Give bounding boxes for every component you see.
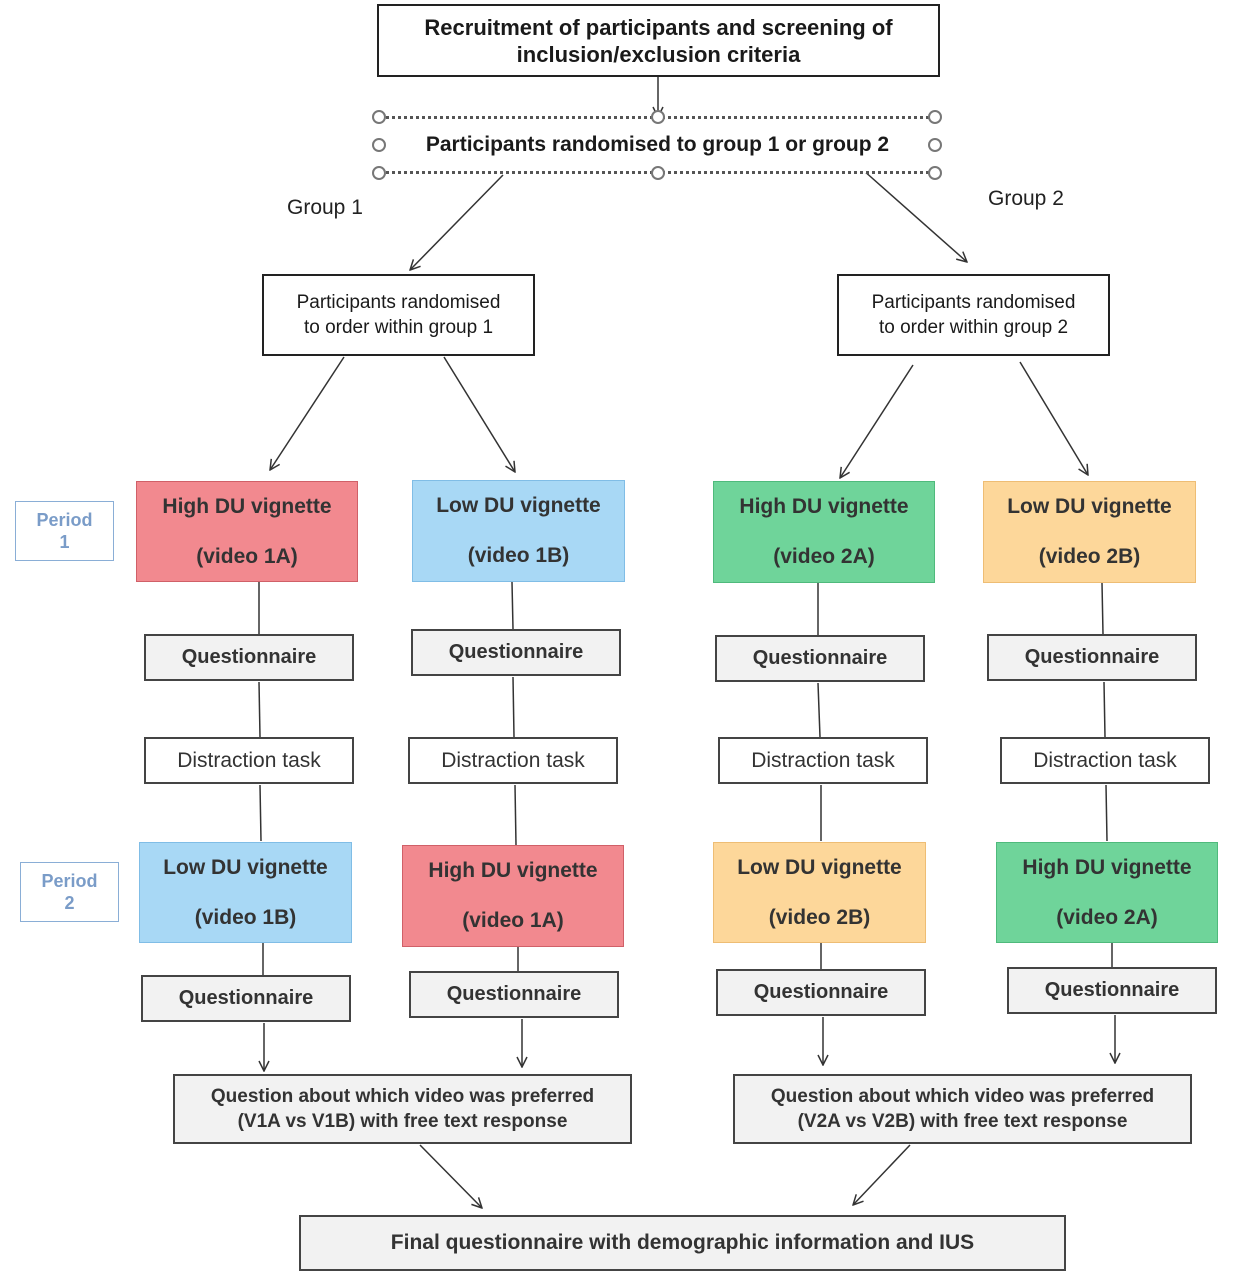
vignette-title: Low DU vignette	[163, 855, 328, 879]
questionnaire-p2-c3: Questionnaire	[716, 969, 926, 1016]
vignette-p2-c1: Low DU vignette (video 1B)	[139, 842, 352, 943]
recruitment-line1: Recruitment of participants and screenin…	[424, 14, 893, 40]
group1-randomisation-line2: to order within group 1	[303, 317, 494, 338]
arrow-g1-to-v1a	[270, 356, 345, 470]
vignette-title: High DU vignette	[1022, 855, 1192, 879]
period2-line1: Period	[41, 871, 98, 891]
preference-line1: Question about which video was preferred	[210, 1086, 595, 1107]
vignette-title: High DU vignette	[162, 494, 332, 518]
vignette-p2-c2: High DU vignette (video 1A)	[402, 845, 624, 947]
vignette-video: (video 2B)	[1038, 545, 1141, 568]
questionnaire-p1-c3: Questionnaire	[715, 635, 925, 682]
vignette-p1-c3: High DU vignette (video 2A)	[713, 481, 935, 583]
vignette-video: (video 1B)	[194, 905, 297, 929]
arrow-pref2-to-final	[853, 1144, 911, 1205]
vignette-p2-c3: Low DU vignette (video 2B)	[713, 842, 926, 943]
arrow-g1-to-v1b	[443, 356, 515, 472]
vignette-video: (video 1B)	[467, 544, 570, 567]
group2-randomisation-line1: Participants randomised	[871, 292, 1076, 313]
period1-label: Period 1	[15, 501, 114, 561]
vignette-p1-c2: Low DU vignette (video 1B)	[412, 480, 625, 582]
vignette-title: High DU vignette	[739, 495, 909, 518]
vignette-title: Low DU vignette	[1007, 495, 1172, 518]
preference-question-group1: Question about which video was preferred…	[173, 1074, 632, 1144]
distraction-c1: Distraction task	[144, 737, 354, 784]
vignette-p2-c4: High DU vignette (video 2A)	[996, 842, 1218, 943]
selection-handle-bottom-left[interactable]	[372, 166, 386, 180]
arrow-pref1-to-final	[419, 1144, 482, 1208]
randomisation-label: Participants randomised to group 1 or gr…	[425, 133, 890, 156]
selection-handle-middle-left[interactable]	[372, 138, 386, 152]
vignette-title: High DU vignette	[428, 859, 598, 882]
questionnaire-p1-c1: Questionnaire	[144, 634, 354, 681]
questionnaire-p1-c2: Questionnaire	[411, 629, 621, 676]
period2-line2: 2	[64, 893, 75, 913]
questionnaire-p1-c4: Questionnaire	[987, 634, 1197, 681]
recruitment-line2: inclusion/exclusion criteria	[516, 41, 801, 67]
selection-handle-top-center[interactable]	[651, 110, 665, 124]
group1-label: Group 1	[287, 196, 363, 219]
selection-handle-top-right[interactable]	[928, 110, 942, 124]
period1-line2: 1	[59, 532, 70, 552]
group1-randomisation-line1: Participants randomised	[296, 292, 501, 313]
recruitment-box: Recruitment of participants and screenin…	[377, 4, 940, 77]
questionnaire-p2-c4: Questionnaire	[1007, 967, 1217, 1014]
arrow-rand-to-group2	[862, 169, 967, 262]
distraction-c3: Distraction task	[718, 737, 928, 784]
arrow-g2-to-v2b	[1019, 361, 1088, 475]
preference-question-group2: Question about which video was preferred…	[733, 1074, 1192, 1144]
questionnaire-p2-c1: Questionnaire	[141, 975, 351, 1022]
arrow-rand-to-group1	[410, 174, 504, 270]
distraction-c4: Distraction task	[1000, 737, 1210, 784]
distraction-c2: Distraction task	[408, 737, 618, 784]
arrow-g2-to-v2a	[840, 364, 914, 478]
vignette-title: Low DU vignette	[737, 855, 902, 879]
selection-handle-bottom-center[interactable]	[651, 166, 665, 180]
vignette-p1-c1: High DU vignette (video 1A)	[136, 481, 358, 582]
vignette-video: (video 1A)	[196, 544, 298, 568]
vignette-p1-c4: Low DU vignette (video 2B)	[983, 481, 1196, 583]
period2-label: Period 2	[20, 862, 119, 922]
vignette-video: (video 2B)	[768, 905, 871, 929]
group2-randomisation-box: Participants randomised to order within …	[837, 274, 1110, 356]
preference-line2: (V2A vs V2B) with free text response	[797, 1111, 1128, 1132]
vignette-video: (video 2A)	[1056, 905, 1158, 929]
preference-line2: (V1A vs V1B) with free text response	[237, 1111, 568, 1132]
randomisation-box[interactable]: Participants randomised to group 1 or gr…	[380, 116, 935, 174]
questionnaire-p2-c2: Questionnaire	[409, 971, 619, 1018]
group1-randomisation-box: Participants randomised to order within …	[262, 274, 535, 356]
vignette-title: Low DU vignette	[436, 494, 601, 517]
period1-line1: Period	[36, 510, 93, 530]
group2-label: Group 2	[988, 187, 1064, 210]
group2-randomisation-line2: to order within group 2	[878, 317, 1069, 338]
preference-line1: Question about which video was preferred	[770, 1086, 1155, 1107]
final-questionnaire-box: Final questionnaire with demographic inf…	[299, 1215, 1066, 1271]
selection-handle-top-left[interactable]	[372, 110, 386, 124]
vignette-video: (video 1A)	[462, 909, 564, 932]
selection-handle-middle-right[interactable]	[928, 138, 942, 152]
selection-handle-bottom-right[interactable]	[928, 166, 942, 180]
vignette-video: (video 2A)	[773, 545, 875, 568]
